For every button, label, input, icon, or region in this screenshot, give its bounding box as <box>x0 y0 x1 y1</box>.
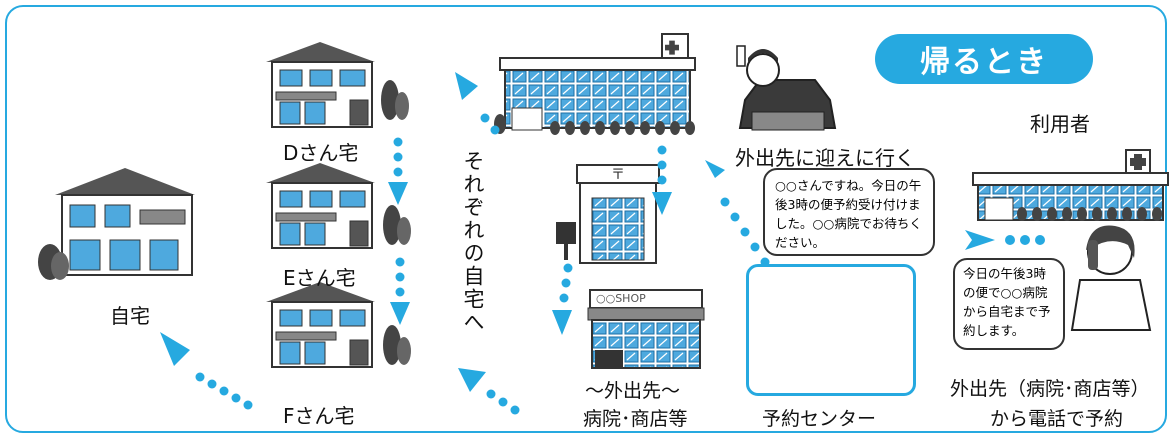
hospital-building <box>494 33 696 135</box>
svg-text:〒: 〒 <box>611 167 625 183</box>
speech-bubble-center: ○○さんですね。今日の午後3時の便予約受け付けました。○○病院でお待ちください。 <box>763 168 935 256</box>
post-office: 〒 <box>556 164 660 264</box>
label-go-pickup: 外出先に迎えに行く <box>735 146 915 170</box>
shop-building <box>587 289 705 369</box>
label-caller-2: から電話で予約 <box>990 408 1124 430</box>
label-user: 利用者 <box>1030 112 1090 136</box>
label-home: 自宅 <box>110 304 150 328</box>
label-house-e: Eさん宅 <box>283 266 356 290</box>
home-house <box>38 168 195 280</box>
label-destination-2: 病院･商店等 <box>583 408 688 430</box>
label-caller-1: 外出先（病院･商店等） <box>950 378 1150 400</box>
house-f <box>266 282 411 368</box>
badge-returning: 帰るとき <box>875 34 1093 84</box>
caller-woman <box>1070 225 1152 331</box>
label-reservation-center: 予約センター <box>762 408 877 430</box>
speech-bubble-user: 今日の午後3時の便で○○病院から自宅まで予約します。 <box>953 258 1065 350</box>
route-dots <box>160 72 1045 415</box>
label-house-d: Dさん宅 <box>283 141 359 165</box>
user-hospital <box>972 149 1169 221</box>
house-d <box>266 42 409 128</box>
label-vertical-each-home: それぞれの自宅へ <box>461 150 485 334</box>
label-destination-1: ～外出先～ <box>585 380 681 402</box>
shop-sign: ○○SHOP <box>596 292 646 305</box>
driver-car <box>736 45 837 131</box>
diagram-frame <box>5 5 1167 433</box>
reservation-center-box <box>746 264 916 396</box>
label-house-f: Fさん宅 <box>283 404 355 428</box>
house-e <box>266 163 411 249</box>
